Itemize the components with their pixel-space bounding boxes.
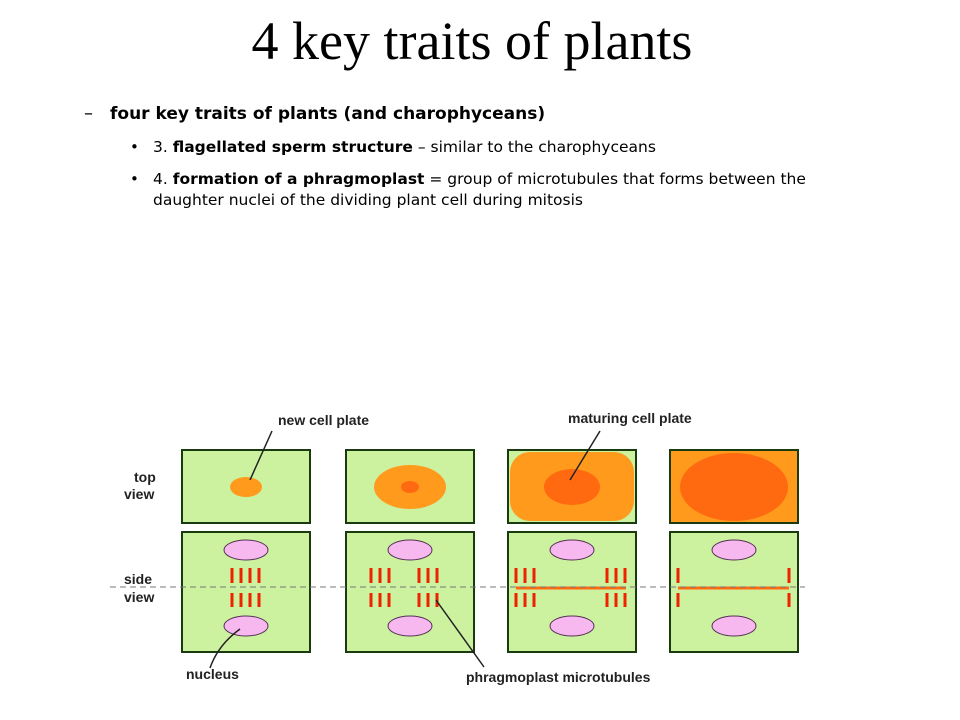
label-side: side [124, 571, 152, 587]
phragmoplast-diagram: new cell plate maturing cell plate top v… [110, 410, 805, 685]
bullet-number: 4. [153, 170, 168, 188]
label-nucleus: nucleus [186, 666, 239, 682]
label-top: top [134, 469, 156, 485]
cell-plate-core [544, 469, 600, 505]
level1-heading: four key traits of plants (and charophyc… [110, 104, 546, 124]
bullet-description: = group of microtubules that forms betwe… [153, 170, 806, 209]
bullet-term: formation of a phragmoplast [172, 170, 425, 188]
nucleus [549, 539, 595, 561]
label-phragmoplast-microtubules: phragmoplast microtubules [466, 669, 651, 685]
nucleus-pointer [209, 628, 241, 669]
label-arrows [209, 430, 601, 669]
bullet-text-2: 4. formation of a phragmoplast = group o… [153, 169, 853, 211]
label-new-cell-plate: new cell plate [278, 412, 369, 428]
bullet-number: 3. [153, 138, 168, 156]
top-view-cells [181, 449, 799, 524]
level1-dash: – [84, 103, 93, 124]
phragmoplast-pointer [435, 599, 485, 668]
nucleus [549, 615, 595, 637]
nucleus [387, 615, 433, 637]
bullet-description: – similar to the charophyceans [412, 138, 656, 156]
nucleus [711, 615, 757, 637]
label-maturing-cell-plate: maturing cell plate [568, 410, 692, 426]
label-top-view: view [124, 486, 154, 502]
bullet-marker-2: • [130, 170, 139, 188]
nucleus [223, 615, 269, 637]
nucleus [711, 539, 757, 561]
cell-plate-core [401, 481, 419, 493]
label-side-view: view [124, 589, 154, 605]
bullet-term: flagellated sperm structure [172, 138, 413, 156]
maturing-cell-plate-pointer [569, 430, 601, 481]
nucleus [223, 539, 269, 561]
bullet-text-1: 3. flagellated sperm structure – similar… [153, 137, 853, 158]
side-view-cells [110, 531, 805, 653]
slide-title: 4 key traits of plants [251, 11, 693, 71]
nucleus [387, 539, 433, 561]
bullet-marker-1: • [130, 138, 139, 156]
new-cell-plate-pointer [249, 430, 273, 481]
cell-plate-core [680, 453, 788, 521]
cell-plate [230, 477, 262, 497]
